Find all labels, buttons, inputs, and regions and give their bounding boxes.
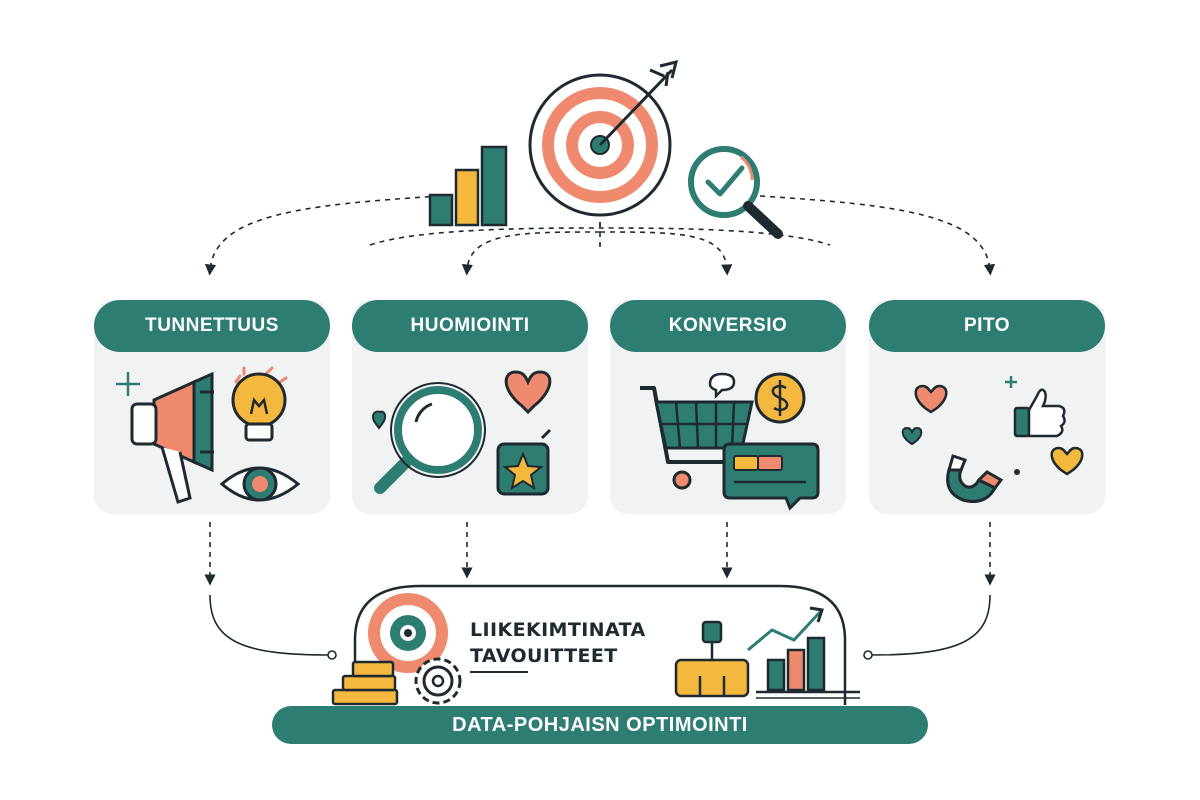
coin-icon xyxy=(754,372,806,424)
goal-line-1: LIIKEKIMTINATA xyxy=(470,619,646,641)
data-box-icon xyxy=(674,620,750,698)
target-arrow-icon xyxy=(528,59,679,217)
top-connectors xyxy=(204,195,996,276)
gear-icon xyxy=(414,657,462,705)
sparkle-icon xyxy=(116,372,140,396)
bottom-bar: DATA-POHJAISN OPTIMOINTI xyxy=(272,706,928,744)
sparkle-icon xyxy=(1005,376,1017,388)
huomiointi-icons xyxy=(372,370,552,496)
heart-icon xyxy=(1050,446,1084,476)
goal-line-2: TAVOUITTEET xyxy=(470,645,618,667)
stage-label-konversio: KONVERSIO xyxy=(610,300,846,352)
megaphone-icon xyxy=(130,371,214,504)
lightbulb-icon xyxy=(231,366,288,442)
dot-decoration xyxy=(1014,469,1020,475)
speech-bubble-icon xyxy=(708,372,736,400)
connector-to-pito xyxy=(759,195,996,276)
heart-icon-small xyxy=(901,426,923,446)
bar-chart-icon xyxy=(428,145,508,227)
star-card-icon xyxy=(496,428,552,496)
magnet-icon xyxy=(946,454,1004,503)
stage-label-huomiointi: HUOMIOINTI xyxy=(352,300,588,352)
stage-card-huomiointi: HUOMIOINTI xyxy=(352,300,588,514)
stage-card-tunnettuus: TUNNETTUUS xyxy=(94,300,330,514)
goal-target-icon xyxy=(368,593,448,673)
shopping-cart-icon xyxy=(640,386,754,490)
curve-right-to-goal xyxy=(871,594,991,656)
magnifier-check-icon xyxy=(688,146,783,239)
thumbs-up-icon xyxy=(1013,388,1066,438)
goal-label: LIIKEKIMTINATA TAVOUITTEET xyxy=(470,617,690,669)
stage-label-pito: PITO xyxy=(869,300,1105,352)
pito-icons xyxy=(901,376,1084,503)
magnifier-icon xyxy=(374,382,486,494)
connector-to-tunnettuus xyxy=(204,195,441,276)
stage-card-pito: PITO xyxy=(869,300,1105,514)
konversio-icons xyxy=(640,372,820,511)
stage-label-tunnettuus: TUNNETTUUS xyxy=(94,300,330,352)
trend-chart-icon xyxy=(747,606,860,699)
connector-mid-spread xyxy=(369,227,831,246)
heart-icon-small xyxy=(372,410,387,430)
heart-icon xyxy=(504,370,552,415)
coin-stack-icon xyxy=(331,660,399,706)
heart-icon-left xyxy=(914,384,948,414)
credit-card-icon xyxy=(722,442,820,511)
stage-card-konversio: KONVERSIO xyxy=(610,300,846,514)
curve-left-to-goal xyxy=(209,594,329,656)
eye-icon xyxy=(219,466,301,502)
goal-frame xyxy=(353,584,847,705)
bottom-connectors xyxy=(204,522,996,660)
tunnettuus-icons xyxy=(116,366,301,504)
connector-to-konversio xyxy=(599,231,733,276)
